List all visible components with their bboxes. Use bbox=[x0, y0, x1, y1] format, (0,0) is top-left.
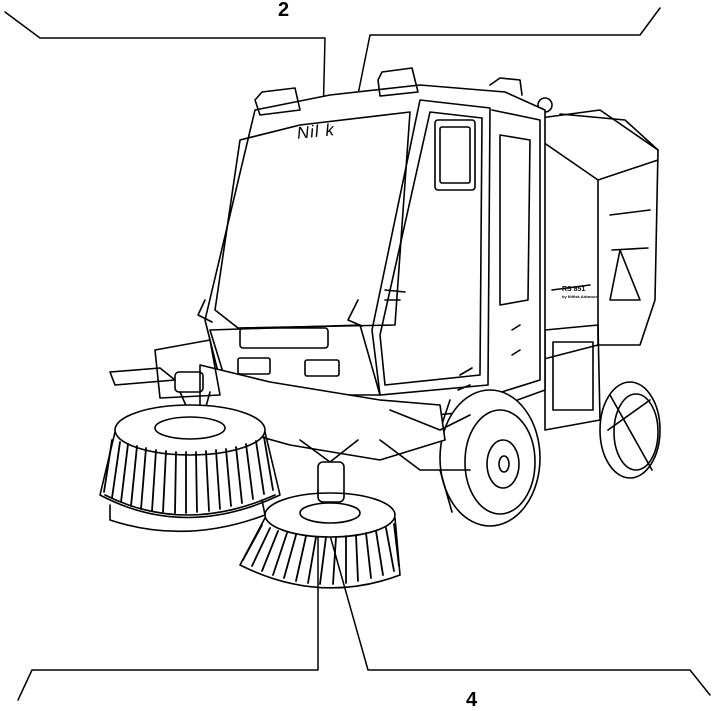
cab-body bbox=[197, 67, 546, 421]
left-side-brush bbox=[99, 404, 281, 533]
hopper-body bbox=[537, 97, 659, 431]
brand-logo-text: Nil k bbox=[295, 120, 336, 143]
model-sublabel: by Nilfisk Advance bbox=[562, 294, 598, 299]
center-brush bbox=[239, 439, 401, 589]
cab-trim bbox=[384, 284, 591, 391]
model-label: RS 851 bbox=[562, 286, 586, 293]
brush-bristles bbox=[103, 436, 400, 585]
callout-frame-bottom bbox=[17, 489, 711, 701]
front-wheel bbox=[439, 389, 541, 527]
callout-number-2: 2 bbox=[278, 0, 290, 21]
callout-number-4: 4 bbox=[466, 689, 478, 711]
rear-wheel bbox=[599, 381, 661, 479]
